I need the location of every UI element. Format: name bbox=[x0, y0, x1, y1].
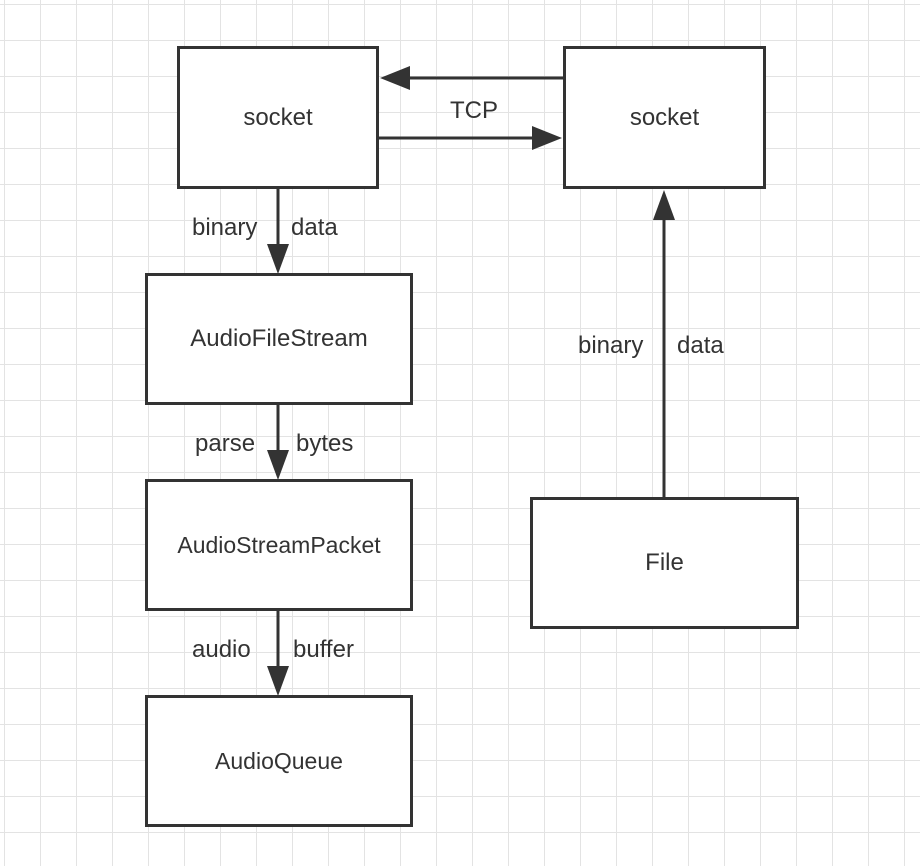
audio-label: audio bbox=[192, 636, 251, 663]
tcp-label: TCP bbox=[450, 97, 498, 124]
parse-label: parse bbox=[195, 430, 256, 457]
binary-data-arrowhead-left bbox=[267, 244, 289, 274]
left-binary-label: binary bbox=[192, 214, 258, 241]
tcp-arrowhead-right bbox=[532, 126, 562, 150]
file-node: File bbox=[530, 497, 799, 629]
right-binary-label: binary bbox=[578, 332, 644, 359]
socket-right-node: socket bbox=[563, 46, 766, 189]
socket-left-label: socket bbox=[243, 103, 313, 131]
audio-file-stream-label: AudioFileStream bbox=[190, 325, 368, 352]
audio-buffer-arrowhead bbox=[267, 666, 289, 696]
file-label: File bbox=[645, 549, 684, 576]
left-data-label: data bbox=[291, 214, 338, 241]
audio-stream-packet-node: AudioStreamPacket bbox=[145, 479, 413, 611]
audio-queue-label: AudioQueue bbox=[215, 747, 343, 774]
audio-queue-node: AudioQueue bbox=[145, 695, 413, 827]
socket-right-label: socket bbox=[629, 103, 700, 131]
audio-stream-packet-label: AudioStreamPacket bbox=[177, 531, 381, 558]
tcp-arrowhead-left bbox=[380, 66, 410, 90]
socket-left-node: socket bbox=[177, 46, 379, 189]
right-data-label: data bbox=[677, 332, 724, 359]
parse-bytes-arrowhead bbox=[267, 450, 289, 480]
bytes-label: bytes bbox=[296, 430, 354, 457]
binary-data-arrowhead-right bbox=[653, 190, 675, 220]
audio-file-stream-node: AudioFileStream bbox=[145, 273, 413, 405]
buffer-label: buffer bbox=[293, 636, 354, 663]
